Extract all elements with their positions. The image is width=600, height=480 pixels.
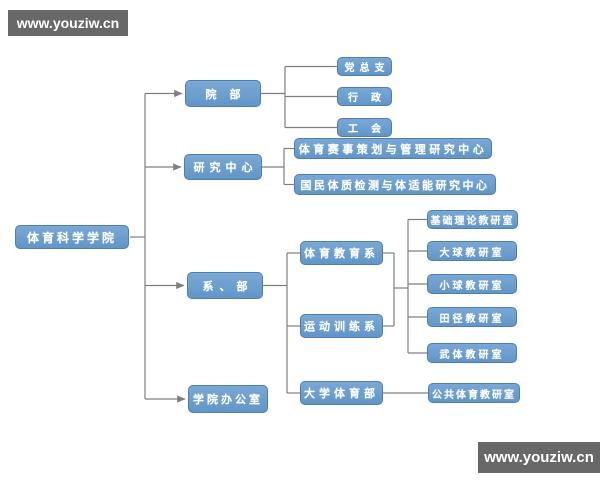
node-public-pe-teaching-office: 公共体育教研室	[428, 383, 520, 403]
node-research-center: 研究中心	[184, 154, 262, 180]
node-small-ball-teaching-office: 小球教研室	[427, 274, 517, 294]
watermark-top: www.youziw.cn	[8, 10, 128, 36]
node-college-headquarters: 院部	[185, 80, 261, 107]
node-basic-theory-teaching-office: 基础理论教研室	[427, 210, 518, 229]
node-labor-union: 工会	[337, 118, 392, 137]
node-track-field-teaching-office: 田径教研室	[427, 307, 517, 327]
node-university-pe-division: 大学体育部	[300, 381, 383, 405]
node-physical-education-department: 体育教育系	[300, 241, 383, 265]
node-college-office: 学院办公室	[188, 385, 268, 413]
node-party-general-branch: 党总支	[337, 57, 392, 76]
node-martial-gym-teaching-office: 武体教研室	[427, 343, 517, 363]
node-administration: 行政	[337, 87, 392, 106]
node-sports-event-planning-research-center: 体育赛事策划与管理研究中心	[294, 138, 492, 159]
node-sports-training-department: 运动训练系	[300, 314, 383, 338]
node-national-fitness-testing-research-center: 国民体质检测与体适能研究中心	[294, 174, 496, 195]
node-departments-and-divisions: 系、部	[187, 272, 263, 299]
watermark-bottom: www.youziw.cn	[478, 442, 600, 473]
node-big-ball-teaching-office: 大球教研室	[427, 241, 517, 261]
node-college-root: 体育科学学院	[15, 225, 129, 249]
